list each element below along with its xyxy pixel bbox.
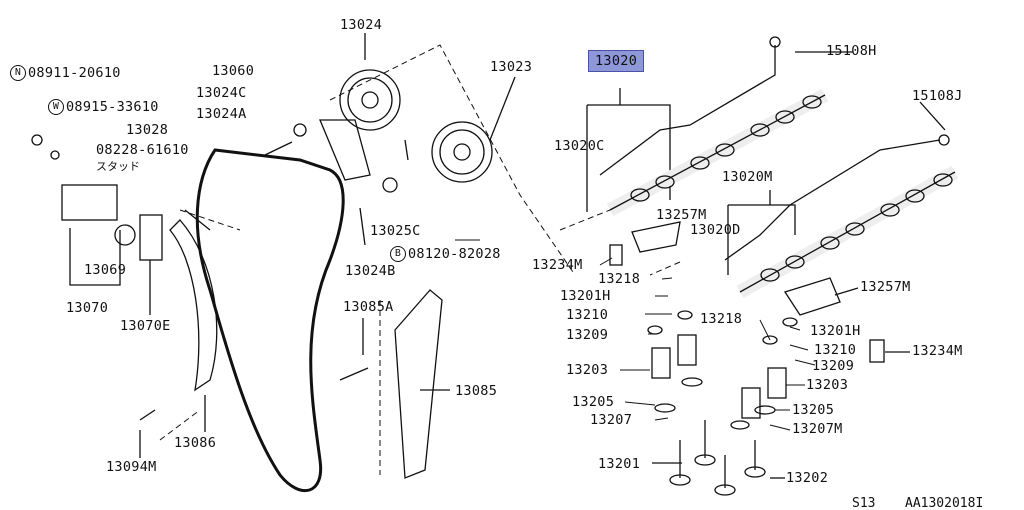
rocker-13257m-a [631,221,681,253]
label-13024: 13024 [340,17,383,33]
leader-13020-group [587,104,671,200]
label-13210-a: 13210 [566,307,609,323]
label-13024b: 13024B [345,263,396,279]
label-13203-a: 13203 [566,362,609,378]
oil-pipe-15108h [599,45,776,176]
label-13025c: 13025C [370,223,421,239]
label-13023: 13023 [490,59,533,75]
diagram-id: AA1302018I [905,496,984,510]
label-13020d: 13020D [690,222,741,238]
valve-exhaust [714,440,766,496]
model-code: S13 [852,496,876,510]
symbol-w-icon: W [48,99,64,115]
label-13205-a: 13205 [572,394,615,410]
label-13203-b: 13203 [806,377,849,393]
camshaft-lobes-1 [630,95,822,202]
label-13086: 13086 [174,435,217,451]
label-13218-a: 13218 [598,271,641,287]
label-13201h-b: 13201H [810,323,861,339]
symbol-n-icon: N [10,65,26,81]
highlighted-part-13020[interactable]: 13020 [588,50,645,72]
label-15108h: 15108H [826,43,877,59]
label-13207-a: 13207 [590,412,633,428]
label-13020c: 13020C [554,138,605,154]
label-13085a: 13085A [343,299,394,315]
chain-guide-13086 [169,219,218,392]
label-13257m-a: 13257M [656,207,707,223]
label-13020m: 13020M [722,169,773,185]
label-13070e: 13070E [120,318,171,334]
label-13234m-a: 13234M [532,257,583,273]
rocker-13257m-b [783,277,841,316]
label-13257m-b: 13257M [860,279,911,295]
leader-15108j [919,101,946,131]
bracket-13060 [319,119,371,181]
label-13234m-b: 13234M [912,343,963,359]
label-13069: 13069 [84,262,127,278]
label-13028: 13028 [126,122,169,138]
label-13218-b: 13218 [700,311,743,327]
chain-guide-13085 [394,289,443,479]
label-13060: 13060 [212,63,255,79]
valve-springs-left [651,334,697,379]
label-13024a: 13024A [196,106,247,122]
label-13070: 13070 [66,300,109,316]
sprocket-13024 [339,69,401,131]
symbol-b-icon: B [390,246,406,262]
leader-13020m-group [728,204,796,235]
oil-pipe-15108j [724,139,941,261]
label-13205-b: 13205 [792,402,835,418]
label-13024c: 13024C [196,85,247,101]
tensioner-gasket [139,214,163,261]
label-13207m: 13207M [792,421,843,437]
label-13210-b: 13210 [814,342,857,358]
label-13201h-a: 13201H [560,288,611,304]
label-13209-a: 13209 [566,327,609,343]
leader-13257m-b [834,287,859,296]
o-ring-13069 [114,224,136,246]
label-stud-jp: スタッド [96,160,140,173]
label-13202: 13202 [786,470,829,486]
label-13085: 13085 [455,383,498,399]
label-13020: 13020 [588,50,645,72]
sprocket-13023 [431,121,493,183]
timing-chain-13028 [195,148,345,493]
label-15108j: 15108J [912,88,963,104]
label-13201: 13201 [598,456,641,472]
tensioner-body [61,184,118,221]
valve-springs-right [741,367,787,419]
leader-13023 [489,76,516,141]
leader-13070 [69,228,121,286]
valve-intake [669,420,716,486]
camshaft-lobes-2 [760,173,953,282]
label-13094m: 13094M [106,459,157,475]
label-08228: 08228-61610 [96,142,189,158]
label-13209-b: 13209 [812,358,855,374]
